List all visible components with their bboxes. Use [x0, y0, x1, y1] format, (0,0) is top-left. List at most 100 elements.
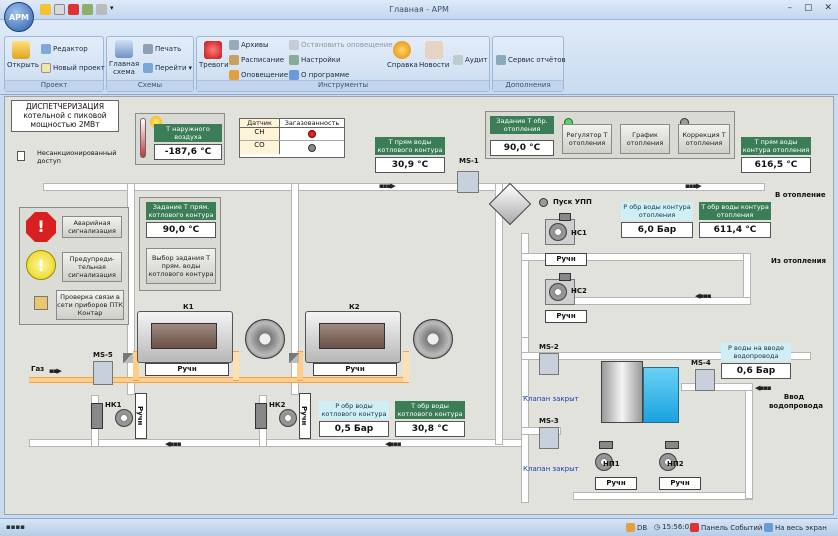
stop-notify-button[interactable]: Остановить оповещение	[289, 40, 393, 50]
ms5-label: MS-5	[93, 351, 113, 359]
clock-icon: ◷	[654, 523, 661, 531]
scheme-title: ДИСПЕТЧЕРИЗАЦИЯ котельной с пиковой мощн…	[11, 100, 119, 132]
pipe	[43, 183, 765, 191]
supply-temp-heating-value: 616,5 °С	[741, 157, 811, 173]
pump-np1[interactable]	[595, 453, 613, 471]
archives-button[interactable]: Архивы	[229, 40, 269, 50]
alarm-button[interactable]: Аварийная сигнализация	[62, 216, 122, 238]
maximize-icon[interactable]: ▢	[803, 3, 813, 13]
burner-fan-k2	[413, 319, 453, 359]
np1-mode[interactable]: Ручн	[595, 477, 637, 490]
water-inlet-label: Ввод водопровода	[769, 393, 823, 410]
ms5-meter[interactable]	[93, 361, 113, 385]
flow-arrow: ◀▪▪▪	[755, 384, 772, 392]
events-panel-button[interactable]: Панель Событий	[690, 523, 762, 532]
supply-temp-boiler-value: 30,9 °С	[375, 157, 445, 173]
warning-icon: !	[26, 250, 56, 280]
settings-button[interactable]: Настройки	[289, 55, 341, 65]
drive-icon	[559, 213, 571, 221]
regulator-button[interactable]: Регулятор Т отопления	[562, 124, 612, 154]
scheme-icon	[115, 40, 133, 58]
status-lamp-grey	[308, 143, 316, 152]
nk2-mode[interactable]: Ручн	[299, 393, 311, 439]
alarm-icon[interactable]	[68, 4, 79, 15]
schedule-button[interactable]: Расписание	[229, 55, 284, 65]
report-icon	[496, 55, 506, 65]
ms4-meter[interactable]	[695, 369, 715, 391]
folder-icon	[12, 41, 30, 59]
app-menu-button[interactable]: АРМ	[4, 2, 34, 32]
nc1-mode[interactable]: Ручн	[545, 253, 587, 266]
outdoor-temp-panel: Т наружного воздуха -187,6 °С	[135, 113, 225, 165]
fullscreen-button[interactable]: На весь экран	[764, 523, 827, 532]
pipe	[681, 383, 753, 391]
gas-valve-k2[interactable]	[289, 353, 299, 363]
notify-button[interactable]: Оповещение	[229, 70, 288, 80]
alarms-button[interactable]: Тревоги	[199, 41, 229, 69]
pump-nk2[interactable]	[279, 409, 297, 427]
nk1-mode[interactable]: Ручн	[135, 393, 147, 439]
tool-icon[interactable]	[82, 4, 93, 15]
correction-button[interactable]: Коррекция Т отопления	[678, 124, 730, 154]
inlet-pressure-label: Р воды на вводе водопровода	[721, 343, 791, 361]
ms1-flowmeter[interactable]	[457, 171, 479, 193]
star-icon[interactable]	[40, 4, 51, 15]
rss-icon	[425, 41, 443, 59]
news-button[interactable]: Новости	[419, 41, 449, 69]
pump-nc2[interactable]	[549, 283, 567, 301]
editor-button[interactable]: Редактор	[41, 44, 88, 54]
network-check-button[interactable]: Проверка связи в сети приборов ПТК Конта…	[56, 290, 124, 320]
nc2-mode[interactable]: Ручн	[545, 310, 587, 323]
return-temp-boiler-label: Т обр воды котлового контура	[395, 401, 465, 419]
document-icon[interactable]	[54, 4, 65, 15]
warning-button[interactable]: Предупреди-тельная сигнализация	[62, 252, 122, 282]
db-status: DB	[626, 523, 647, 532]
audit-button[interactable]: Аудит	[453, 55, 487, 65]
graph-button[interactable]: График отопления	[620, 124, 670, 154]
scheme-canvas: ДИСПЕТЧЕРИЗАЦИЯ котельной с пиковой мощн…	[4, 96, 834, 515]
pump-nc1[interactable]	[549, 223, 567, 241]
select-setpoint-button[interactable]: Выбор задания Т прям. воды котлового кон…	[146, 248, 216, 284]
k1-mode[interactable]: Ручн	[145, 363, 229, 376]
about-button[interactable]: О программе	[289, 70, 349, 80]
return-pressure-boiler-value: 0,5 Бар	[319, 421, 389, 437]
ms2-meter[interactable]	[539, 353, 559, 375]
pipe	[29, 439, 525, 447]
print-button[interactable]: Печать	[143, 44, 181, 54]
return-pressure-boiler-label: Р обр воды котлового контура	[319, 401, 389, 419]
nk2-label: НК2	[269, 401, 286, 409]
new-project-button[interactable]: Новый проект	[41, 63, 105, 73]
drive-icon	[559, 273, 571, 281]
pump-nk1[interactable]	[115, 409, 133, 427]
close-icon[interactable]: ✕	[824, 3, 832, 13]
gas-sensor-table: Датчик Загазованность CH CO	[239, 118, 345, 158]
main-scheme-button[interactable]: Главная схема	[109, 40, 139, 76]
pump-np2[interactable]	[659, 453, 677, 471]
pipe	[521, 337, 529, 397]
pipe	[291, 183, 299, 395]
title-bar: ▾ Главная - АРМ – ▢ ✕	[0, 0, 838, 20]
alarm-panel: ! Аварийная сигнализация ! Предупреди-те…	[19, 207, 129, 325]
start-upp-label: Пуск УПП	[553, 198, 592, 206]
report-service-button[interactable]: Сервис отчётов	[496, 55, 566, 65]
gas-valve-k1[interactable]	[123, 353, 133, 363]
status-lamp-red	[308, 130, 316, 138]
return-pressure-heating-label: Р обр воды контура отопления	[621, 202, 693, 220]
ms3-meter[interactable]	[539, 427, 559, 449]
burner-fan-k1	[245, 319, 285, 359]
chevron-down-icon: ▾	[188, 64, 193, 72]
boiler-k1-chamber	[151, 323, 217, 349]
qat-dropdown-icon[interactable]: ▾	[110, 4, 114, 12]
np2-mode[interactable]: Ручн	[659, 477, 701, 490]
k2-mode[interactable]: Ручн	[313, 363, 397, 376]
settings-icon[interactable]	[96, 4, 107, 15]
heating-setpoint-value[interactable]: 90,0 °С	[490, 140, 554, 156]
minimize-icon[interactable]: –	[787, 3, 792, 13]
flow-arrow: ◀▪▪▪	[165, 440, 182, 448]
boiler-setpoint-value[interactable]: 90,0 °С	[146, 222, 216, 238]
goto-button[interactable]: Перейти▾	[143, 63, 192, 73]
group-project: Открыть Редактор Новый проект Проект	[4, 36, 105, 92]
open-button[interactable]: Открыть	[7, 41, 39, 69]
pipe	[743, 253, 751, 303]
help-button[interactable]: Справка	[387, 41, 418, 69]
